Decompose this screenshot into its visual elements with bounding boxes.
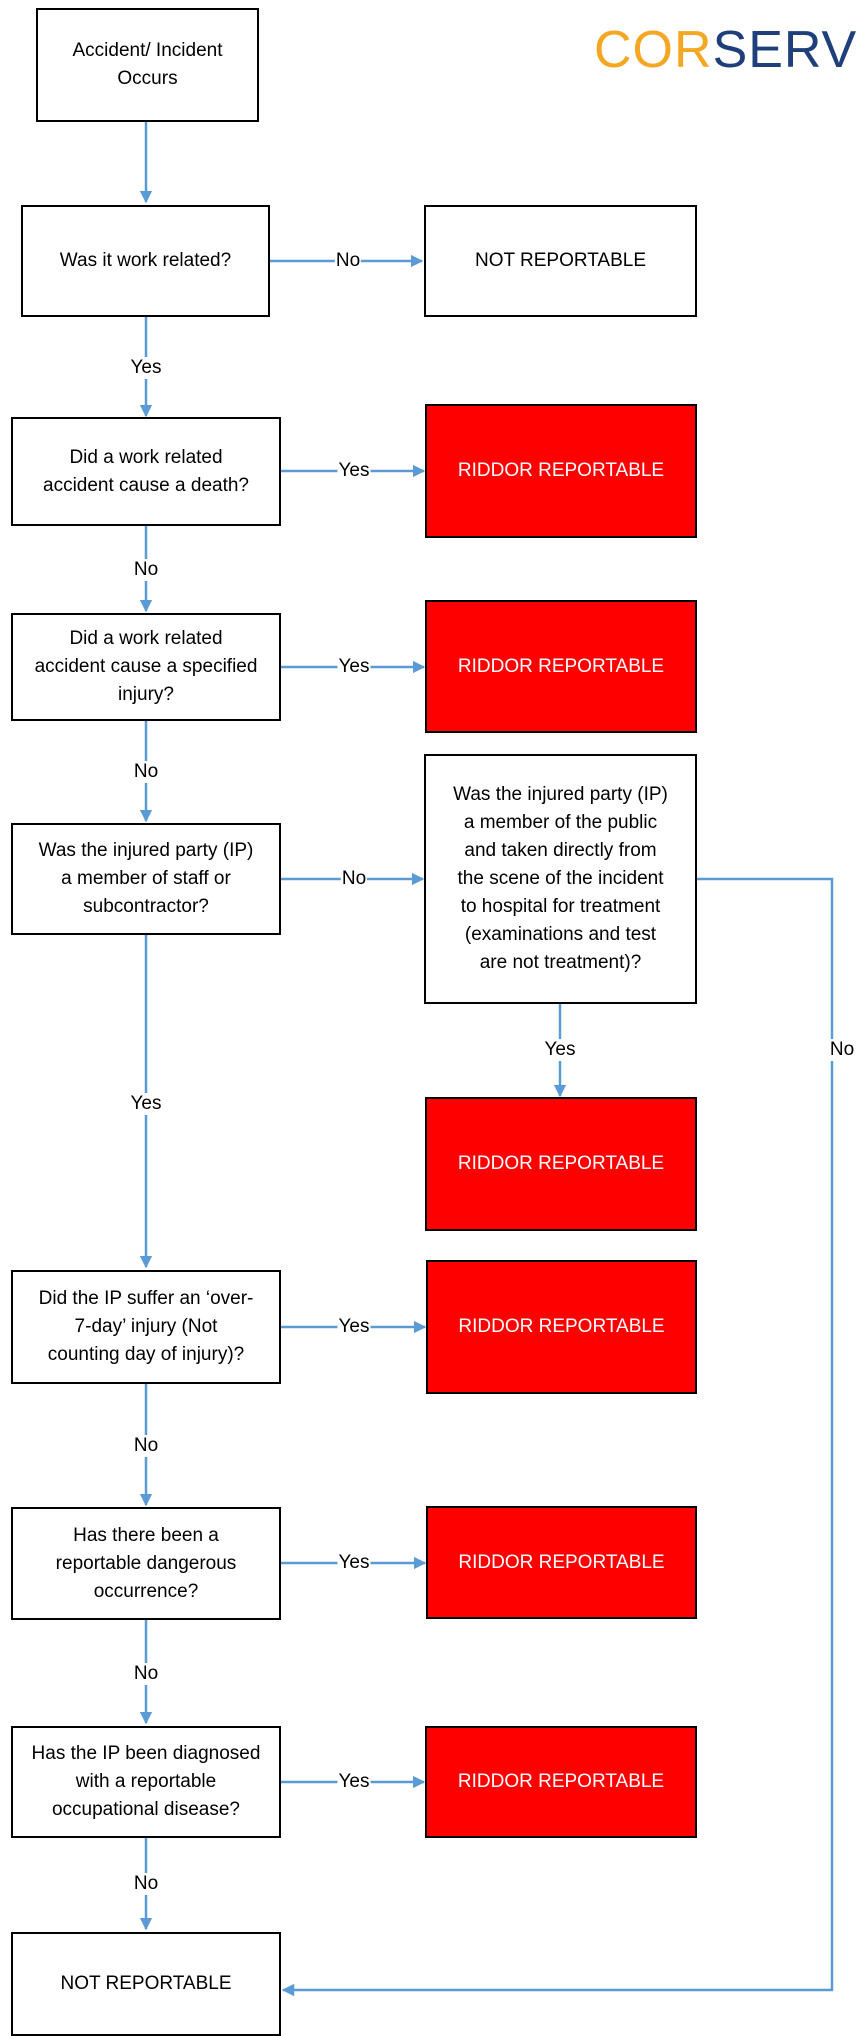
riddor-reportable-dangerous: RIDDOR REPORTABLE <box>426 1506 697 1619</box>
edge-label-work-no: No <box>334 250 362 272</box>
edge-label-specified-no: No <box>132 761 160 783</box>
over-7-day-question: Did the IP suffer an ‘over- 7-day’ injur… <box>11 1270 281 1384</box>
riddor-reportable-over-7-day: RIDDOR REPORTABLE <box>426 1260 697 1394</box>
edge-label-staff-no: No <box>340 868 368 890</box>
specified-injury-question: Did a work related accident cause a spec… <box>11 613 281 721</box>
not-reportable-final: NOT REPORTABLE <box>11 1932 281 2036</box>
occupational-disease-question: Has the IP been diagnosed with a reporta… <box>11 1726 281 1838</box>
edge-label-death-yes: Yes <box>337 460 371 482</box>
riddor-reportable-death: RIDDOR REPORTABLE <box>425 404 697 538</box>
arrow-public-no <box>281 877 834 1997</box>
death-question: Did a work related accident cause a deat… <box>11 417 281 526</box>
dangerous-occurrence-question: Has there been a reportable dangerous oc… <box>11 1507 281 1620</box>
logo-part-cor: COR <box>594 21 713 79</box>
edge-label-over7-yes: Yes <box>337 1316 371 1338</box>
riddor-reportable-disease: RIDDOR REPORTABLE <box>425 1726 697 1838</box>
corserv-logo: CORSERV <box>594 20 857 80</box>
work-related-question: Was it work related? <box>21 205 270 317</box>
start-node: Accident/ Incident Occurs <box>36 8 259 122</box>
edge-label-death-no: No <box>132 559 160 581</box>
edge-label-over7-no: No <box>132 1435 160 1457</box>
edge-label-public-no: No <box>828 1039 856 1061</box>
riddor-reportable-specified: RIDDOR REPORTABLE <box>425 600 697 733</box>
edge-label-work-yes: Yes <box>129 357 163 379</box>
not-reportable-box: NOT REPORTABLE <box>424 205 697 317</box>
logo-part-serv: SERV <box>712 21 858 79</box>
edge-label-dangerous-yes: Yes <box>337 1552 371 1574</box>
public-question: Was the injured party (IP) a member of t… <box>424 754 697 1004</box>
staff-question: Was the injured party (IP) a member of s… <box>11 823 281 935</box>
edge-label-specified-yes: Yes <box>337 656 371 678</box>
edge-label-disease-no: No <box>132 1873 160 1895</box>
edge-label-disease-yes: Yes <box>337 1771 371 1793</box>
edge-label-staff-yes: Yes <box>129 1093 163 1115</box>
riddor-reportable-public: RIDDOR REPORTABLE <box>425 1097 697 1231</box>
edge-label-dangerous-no: No <box>132 1663 160 1685</box>
edge-label-public-yes: Yes <box>543 1039 577 1061</box>
